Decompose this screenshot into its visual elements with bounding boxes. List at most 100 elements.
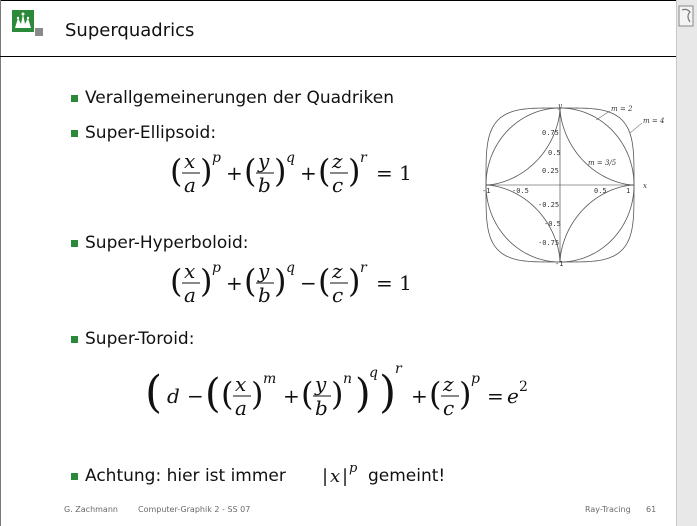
svg-text:a: a: [235, 396, 247, 420]
formula-abs: | x | p: [322, 461, 358, 487]
svg-text:): ): [200, 262, 212, 300]
header-divider: [0, 56, 677, 57]
bullet-marker: [71, 130, 78, 137]
svg-text:): ): [274, 262, 286, 300]
svg-text:b: b: [258, 173, 271, 197]
svg-text:(: (: [145, 367, 162, 418]
svg-text:|: |: [322, 466, 328, 487]
svg-text:(: (: [205, 371, 221, 417]
svg-text:e: e: [507, 384, 519, 408]
svg-text:=: =: [487, 384, 504, 408]
svg-text:c: c: [443, 396, 454, 420]
svg-text:): ): [379, 367, 396, 418]
legend-label-m2: m = 2: [611, 105, 633, 113]
bullet-quadrics: Verallgemeinerungen der Quadriken: [85, 88, 395, 108]
svg-text:(: (: [318, 152, 330, 190]
svg-text:): ): [331, 375, 343, 413]
logo-square: [35, 28, 43, 36]
y-axis-label: y: [557, 102, 563, 110]
side-strip: [676, 0, 697, 526]
page-corner-icon: [678, 5, 694, 27]
university-logo-icon: [12, 10, 34, 32]
svg-text:): ): [200, 152, 212, 190]
bullet-note-suffix: gemeint!: [368, 466, 446, 486]
svg-text:d: d: [167, 384, 180, 408]
legend-leader: [629, 122, 643, 134]
y-tick-label: -0.75: [538, 239, 559, 247]
svg-text:p: p: [212, 150, 221, 166]
svg-text:−: −: [187, 384, 204, 408]
x-tick-label: 0.5: [594, 187, 607, 195]
footer-section: Ray-Tracing: [585, 505, 631, 514]
top-border: [0, 0, 677, 1]
x-tick-label: -1: [482, 187, 490, 195]
y-tick-label: -0.5: [544, 220, 561, 228]
svg-text:(: (: [429, 375, 441, 413]
svg-text:): ): [355, 371, 371, 417]
legend-leader: [595, 110, 611, 121]
formula-toroid: ( d − ( ( x a ) m + ( y b ) n ) q ) r + …: [145, 361, 528, 420]
svg-text:q: q: [286, 260, 295, 276]
svg-text:2: 2: [519, 379, 528, 395]
svg-text:+: +: [411, 384, 428, 408]
x-axis-label: x: [643, 182, 647, 190]
page-title: Superquadrics: [65, 20, 195, 41]
svg-text:+: +: [226, 271, 243, 295]
series-curve-2: [486, 108, 634, 262]
bullet-super-toroid: Super-Toroid:: [85, 329, 195, 349]
svg-text:z: z: [331, 259, 343, 283]
svg-text:+: +: [300, 161, 317, 185]
legend-label-m35: m = 3/5: [588, 159, 617, 167]
y-tick-label: 0.5: [548, 149, 561, 157]
footer-course: Computer-Graphik 2 - SS 07: [138, 505, 251, 514]
svg-text:(: (: [244, 262, 256, 300]
svg-text:p: p: [212, 260, 221, 276]
svg-text:x: x: [184, 149, 195, 173]
svg-text:x: x: [330, 466, 340, 487]
svg-text:(: (: [221, 375, 233, 413]
page-number: 61: [646, 505, 657, 514]
svg-text:): ): [274, 152, 286, 190]
left-border: [0, 0, 1, 526]
svg-text:x: x: [184, 259, 195, 283]
svg-text:): ): [348, 152, 360, 190]
svg-text:= 1: = 1: [376, 161, 412, 185]
svg-text:m: m: [263, 371, 276, 387]
bullet-super-ellipsoid: Super-Ellipsoid:: [85, 123, 217, 143]
svg-text:z: z: [442, 372, 454, 396]
svg-text:(: (: [301, 375, 313, 413]
svg-text:): ): [459, 375, 471, 413]
svg-text:a: a: [184, 173, 196, 197]
svg-text:x: x: [235, 372, 246, 396]
slide: Superquadrics Verallgemeinerungen der Qu…: [0, 0, 677, 526]
svg-text:c: c: [332, 173, 343, 197]
bullet-super-hyperboloid: Super-Hyperboloid:: [85, 233, 249, 253]
y-tick-label: -1: [555, 260, 563, 268]
svg-text:y: y: [314, 372, 327, 396]
svg-text:r: r: [395, 361, 403, 377]
svg-text:q: q: [286, 150, 295, 166]
svg-text:b: b: [315, 396, 328, 420]
x-tick-label: 1: [626, 187, 630, 195]
y-tick-label: -0.25: [538, 201, 559, 209]
bullet-marker: [71, 336, 78, 343]
svg-text:a: a: [184, 283, 196, 307]
svg-text:): ): [348, 262, 360, 300]
formula-ellipsoid: ( x a ) p + ( y b ) q + ( z c ) r = 1: [170, 149, 412, 197]
svg-text:q: q: [369, 365, 378, 381]
svg-text:(: (: [170, 152, 182, 190]
svg-text:+: +: [283, 384, 300, 408]
svg-text:|: |: [342, 466, 348, 487]
y-tick-label: 0.75: [542, 129, 559, 137]
y-tick-label: 0.25: [542, 167, 559, 175]
svg-text:(: (: [244, 152, 256, 190]
svg-text:z: z: [331, 149, 343, 173]
svg-text:(: (: [318, 262, 330, 300]
formula-hyperboloid: ( x a ) p + ( y b ) q − ( z c ) r = 1: [170, 259, 412, 307]
bullet-marker: [71, 240, 78, 247]
svg-text:r: r: [360, 260, 368, 276]
svg-text:y: y: [257, 149, 270, 173]
bullet-marker: [71, 473, 78, 480]
svg-text:): ): [251, 375, 263, 413]
bullet-marker: [71, 95, 78, 102]
